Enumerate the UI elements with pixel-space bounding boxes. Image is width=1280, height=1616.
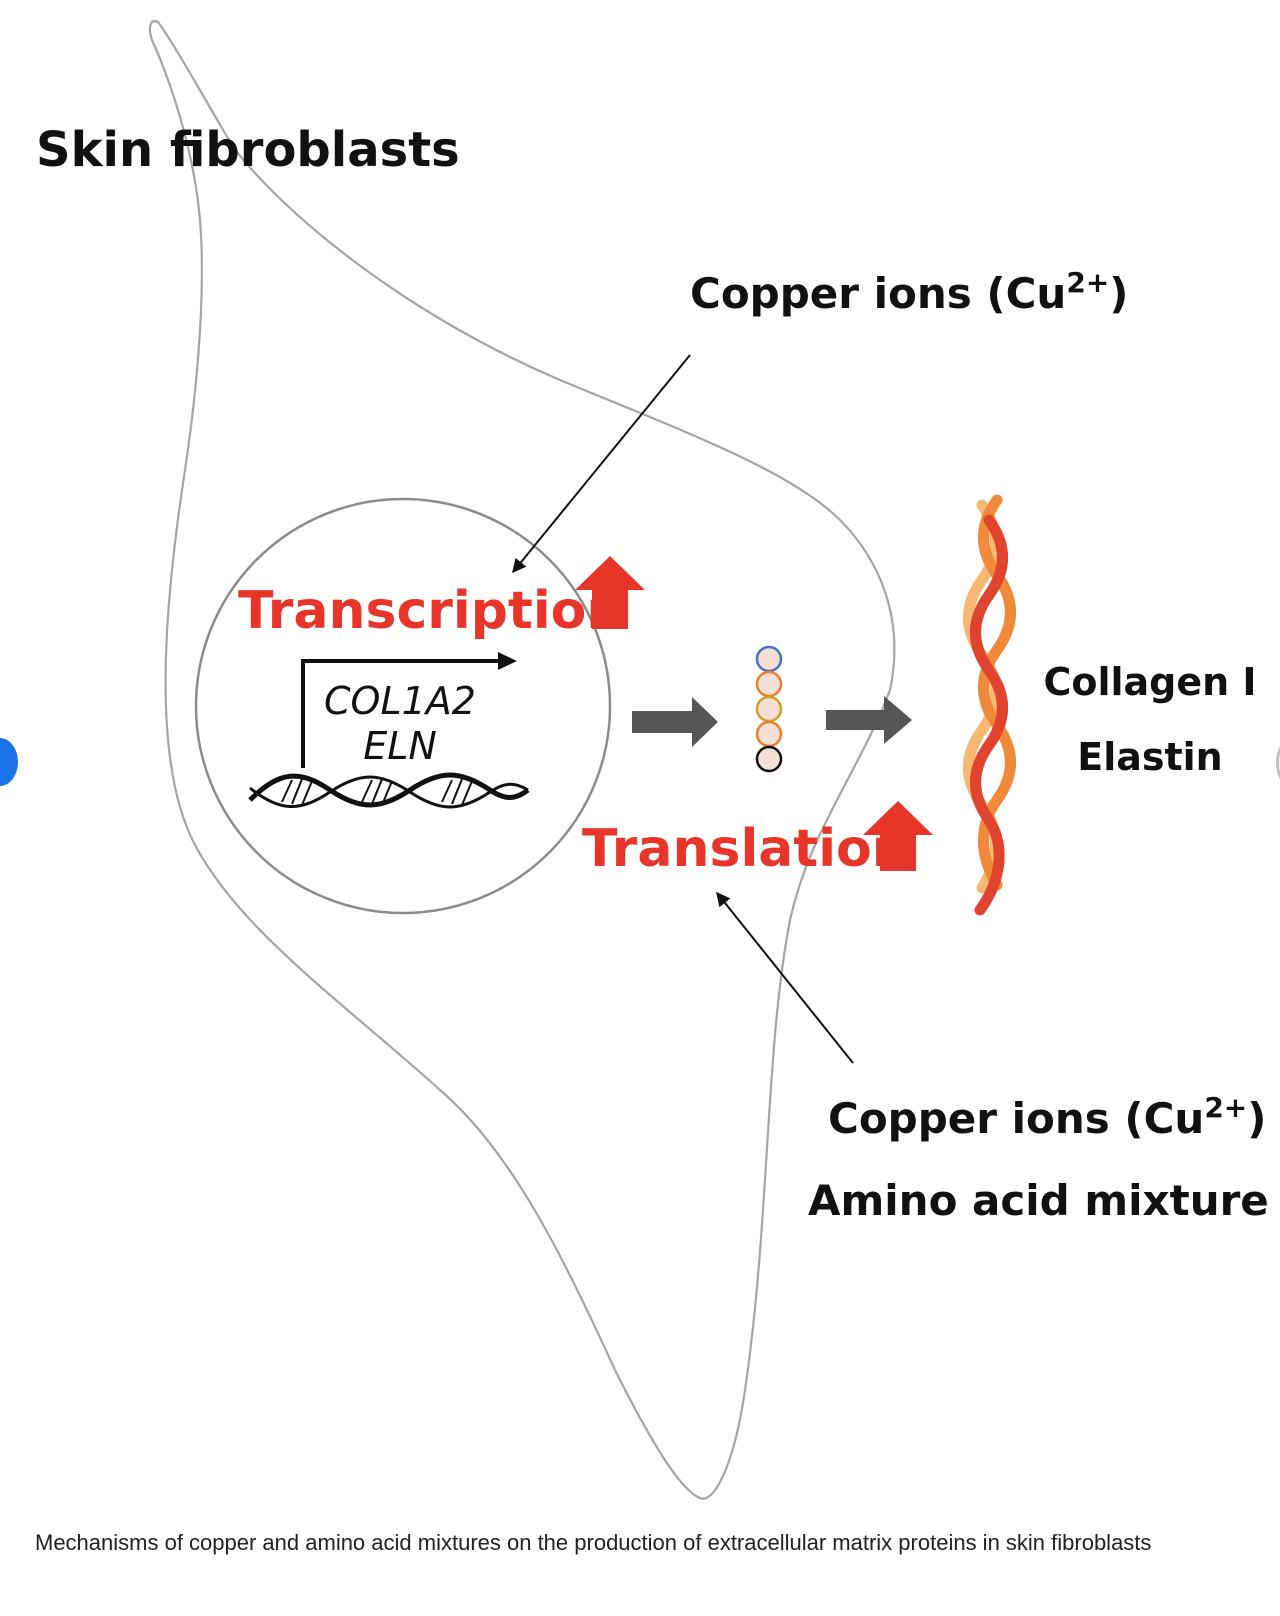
peptide-to-fiber-arrow-icon [826, 696, 912, 744]
collagen-fiber-icon [963, 494, 1016, 916]
amino-acid-mixture-label: Amino acid mixture [808, 1176, 1269, 1225]
copper-to-transcription-arrow [512, 354, 691, 574]
nucleus [194, 497, 612, 915]
copper-ions-label-top: Copper ions (Cu2+) [690, 266, 1128, 318]
previous-slide-button[interactable] [0, 738, 18, 786]
mechanism-diagram: Skin fibroblasts Copper ions (Cu2+) Tran… [36, 20, 1269, 1500]
gene-col1a2: COL1A2 [324, 679, 476, 723]
transcription-up-arrow-icon [575, 556, 645, 629]
translation-label: Translation [582, 819, 909, 879]
amino-acid-chain-icon [755, 645, 783, 773]
translation-up-arrow-icon [863, 801, 933, 871]
gene-eln: ELN [363, 724, 437, 768]
diagram-title: Skin fibroblasts [36, 122, 460, 178]
figure-caption: Mechanisms of copper and amino acid mixt… [35, 1530, 1152, 1555]
cell-outline [148, 20, 896, 1500]
transcription-label: Transcription [238, 581, 623, 641]
protein-elastin: Elastin [1077, 735, 1223, 779]
promoter-arrow-icon [301, 659, 510, 768]
promoter-arrow-head-icon [498, 652, 517, 670]
nucleus-to-peptide-arrow-icon [632, 697, 718, 747]
protein-collagen: Collagen I [1043, 660, 1256, 704]
copper-ions-label-bottom: Copper ions (Cu2+) [828, 1091, 1266, 1143]
dna-helix-icon [248, 772, 530, 809]
copper-amino-to-translation-arrow [716, 891, 854, 1064]
